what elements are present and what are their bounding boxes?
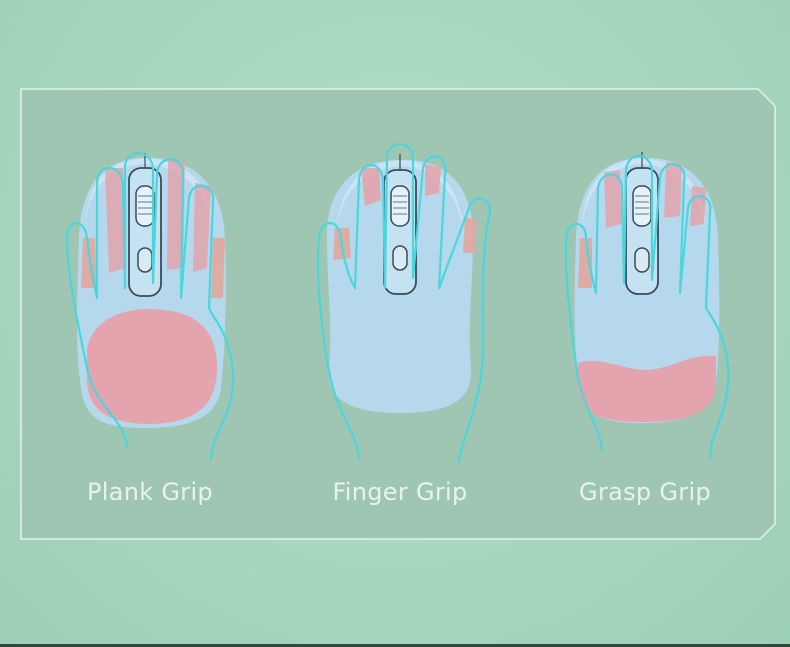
finger-grip-card: Finger Grip: [275, 88, 525, 540]
plank-grip-mouse-illustration: [65, 152, 235, 461]
plank-grip-label: Plank Grip: [87, 478, 213, 506]
grasp-grip-card: Grasp Grip: [520, 88, 770, 540]
finger-grip-mouse-illustration: [316, 142, 492, 463]
grip-comparison-panel: Plank Grip Finger Grip: [20, 88, 776, 540]
grasp-grip-mouse-illustration: [564, 152, 730, 461]
grasp-grip-label: Grasp Grip: [579, 478, 711, 506]
bottom-divider: [0, 644, 790, 647]
finger-grip-label: Finger Grip: [332, 478, 468, 506]
plank-grip-card: Plank Grip: [25, 88, 275, 540]
